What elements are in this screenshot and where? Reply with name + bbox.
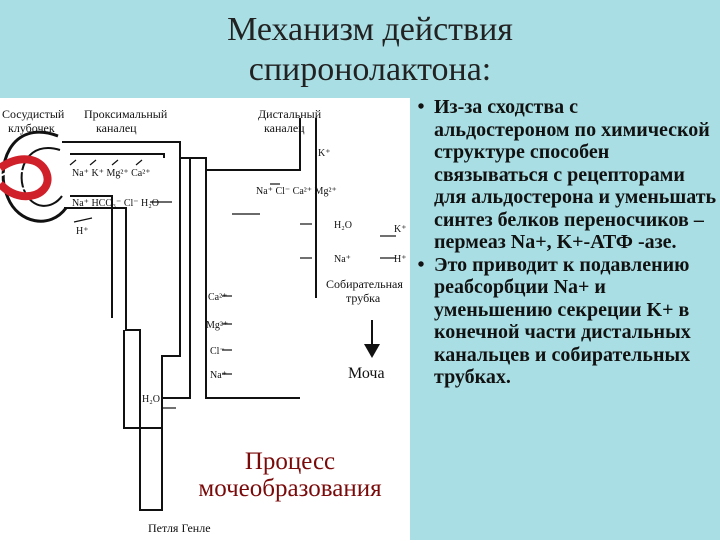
loop-label: Петля Генле bbox=[148, 521, 211, 535]
bullet-item-2: • Это приводит к подавлению реабсорбции … bbox=[408, 254, 718, 389]
nephron-diagram-svg: Сосудистый клубочек Проксимальный канале… bbox=[0, 107, 407, 535]
coll-ion-h2o: H₂O bbox=[334, 220, 352, 231]
title-line-1: Механизм действия bbox=[227, 11, 513, 48]
glomerulus-label-2: клубочек bbox=[8, 121, 55, 135]
loop-ion-mg: Mg²⁺ bbox=[206, 320, 228, 331]
process-line-1: Процесс bbox=[244, 448, 336, 475]
distal-label-2: каналец bbox=[264, 121, 305, 135]
prox-ion-h: H⁺ bbox=[76, 226, 89, 237]
bullet-dot-icon: • bbox=[417, 253, 425, 276]
transport-arrows bbox=[69, 159, 396, 409]
distal-label-1: Дистальный bbox=[258, 107, 322, 121]
proximal-label-1: Проксимальный bbox=[84, 107, 168, 121]
loop-ion-h2o: H₂O bbox=[142, 394, 160, 405]
nephron-diagram: Сосудистый клубочек Проксимальный канале… bbox=[0, 98, 410, 540]
urine-arrow-icon bbox=[364, 320, 380, 358]
bullet-item-1: • Из-за сходства с альдостероном по хими… bbox=[408, 96, 718, 254]
loop-ion-cl: Cl⁻ bbox=[210, 346, 225, 357]
glomerulus-drawing bbox=[0, 130, 68, 223]
process-line-2: мочеобразования bbox=[198, 475, 382, 502]
prox-ions-row2: Na⁺ HCO₃⁻ Cl⁻ H₂O bbox=[72, 198, 159, 209]
collecting-label-2: трубка bbox=[346, 291, 381, 305]
title-line-2: спиронолактона: bbox=[248, 51, 492, 88]
prox-ions-row1: Na⁺ K⁺ Mg²⁺ Ca²⁺ bbox=[72, 168, 151, 179]
bullet-dot-icon: • bbox=[417, 96, 425, 118]
slide-title: Механизм действия спиронолактона: bbox=[0, 10, 720, 90]
coll-ion-h: H⁺ bbox=[394, 254, 407, 265]
bullet-list: • Из-за сходства с альдостероном по хими… bbox=[408, 96, 718, 389]
glomerulus-label-1: Сосудистый bbox=[2, 107, 65, 121]
coll-ion-na: Na⁺ bbox=[334, 254, 351, 265]
distal-ions-row: Na⁺ Cl⁻ Ca²⁺ Mg²⁺ bbox=[256, 186, 337, 197]
proximal-label-2: каналец bbox=[96, 121, 137, 135]
process-caption: Процесс мочеобразования bbox=[160, 448, 420, 502]
collecting-label-1: Собирательная bbox=[326, 277, 403, 291]
distal-ion-k: K⁺ bbox=[318, 148, 331, 159]
bullet-text-1: Из-за сходства с альдостероном по химиче… bbox=[434, 96, 717, 253]
loop-ion-ca: Ca²⁺ bbox=[208, 292, 227, 303]
bullet-text-2: Это приводит к подавлению реабсорбции Na… bbox=[434, 253, 691, 389]
coll-ion-k: K⁺ bbox=[394, 224, 407, 235]
urine-label: Моча bbox=[348, 365, 385, 382]
tubule-outline bbox=[62, 118, 317, 511]
loop-ion-na: Na⁺ bbox=[210, 370, 227, 381]
